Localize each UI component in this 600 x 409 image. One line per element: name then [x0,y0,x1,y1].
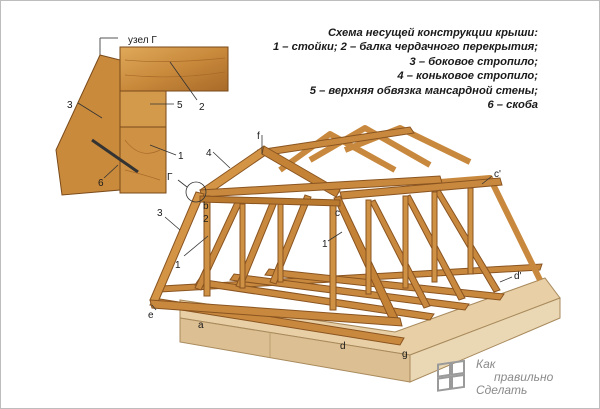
label-3: 3 [157,208,163,219]
label-b: b [203,201,209,212]
label-f: f [257,131,260,142]
label-gamma: Г [167,172,173,183]
detail-label-2: 2 [199,102,205,113]
legend-line-1: 1 – стойки; 2 – балка чердачного перекры… [272,41,538,54]
watermark-line-2: правильно [494,370,554,384]
node-g-callout [185,181,207,203]
stud-6 [402,195,409,289]
label-d: d [340,341,346,352]
stud-7 [431,191,438,283]
detail-label-5: 5 [177,100,183,111]
label-d-prime: d' [514,271,522,282]
legend-line-4: 5 – верхняя обвязка мансардной стены; [309,84,538,97]
legend-caption: Схема несущей конструкции крыши: 1 – сто… [208,26,538,112]
windows-logo-icon [437,359,465,392]
stud-3 [239,203,246,289]
stud-4 [277,199,284,283]
legend-line-2: 3 – боковое стропило; [409,55,538,68]
detail-title: узел Г [128,35,157,46]
label-c: c [335,208,340,219]
detail-label-6: 6 [98,178,104,189]
detail-label-3: 3 [67,100,73,111]
floor-beam-front [149,299,403,327]
label-1-mid: 1 [322,239,328,250]
foundation-side [409,297,561,383]
watermark-text: Как правильно Сделать [476,358,553,397]
legend-title: Схема несущей конструкции крыши: [327,27,538,39]
label-e: e [148,310,154,321]
legend-line-5: 6 – скоба [487,99,538,112]
detail-label-1: 1 [178,151,184,162]
stud-5 [365,199,372,295]
label-4: 4 [206,148,212,159]
detail-node-g [55,37,229,196]
roof-frame [149,125,561,383]
detail-beam-2 [119,46,229,92]
label-1-left: 1 [175,260,181,271]
label-c-prime: c' [494,169,501,180]
detail-top-plate-5 [119,90,167,128]
label-g: g [402,349,408,360]
detail-rafter-3 [55,54,121,196]
legend-line-3: 4 – коньковое стропило; [397,70,538,83]
label-2: 2 [203,214,209,225]
detail-stud-1 [119,126,167,194]
watermark: Как правильно Сделать [428,356,598,406]
label-a: a [198,320,204,331]
watermark-line-3: Сделать [476,383,528,397]
detail-staple-6 [91,138,139,174]
watermark-line-1: Как [476,357,496,371]
stud-8 [467,187,474,275]
